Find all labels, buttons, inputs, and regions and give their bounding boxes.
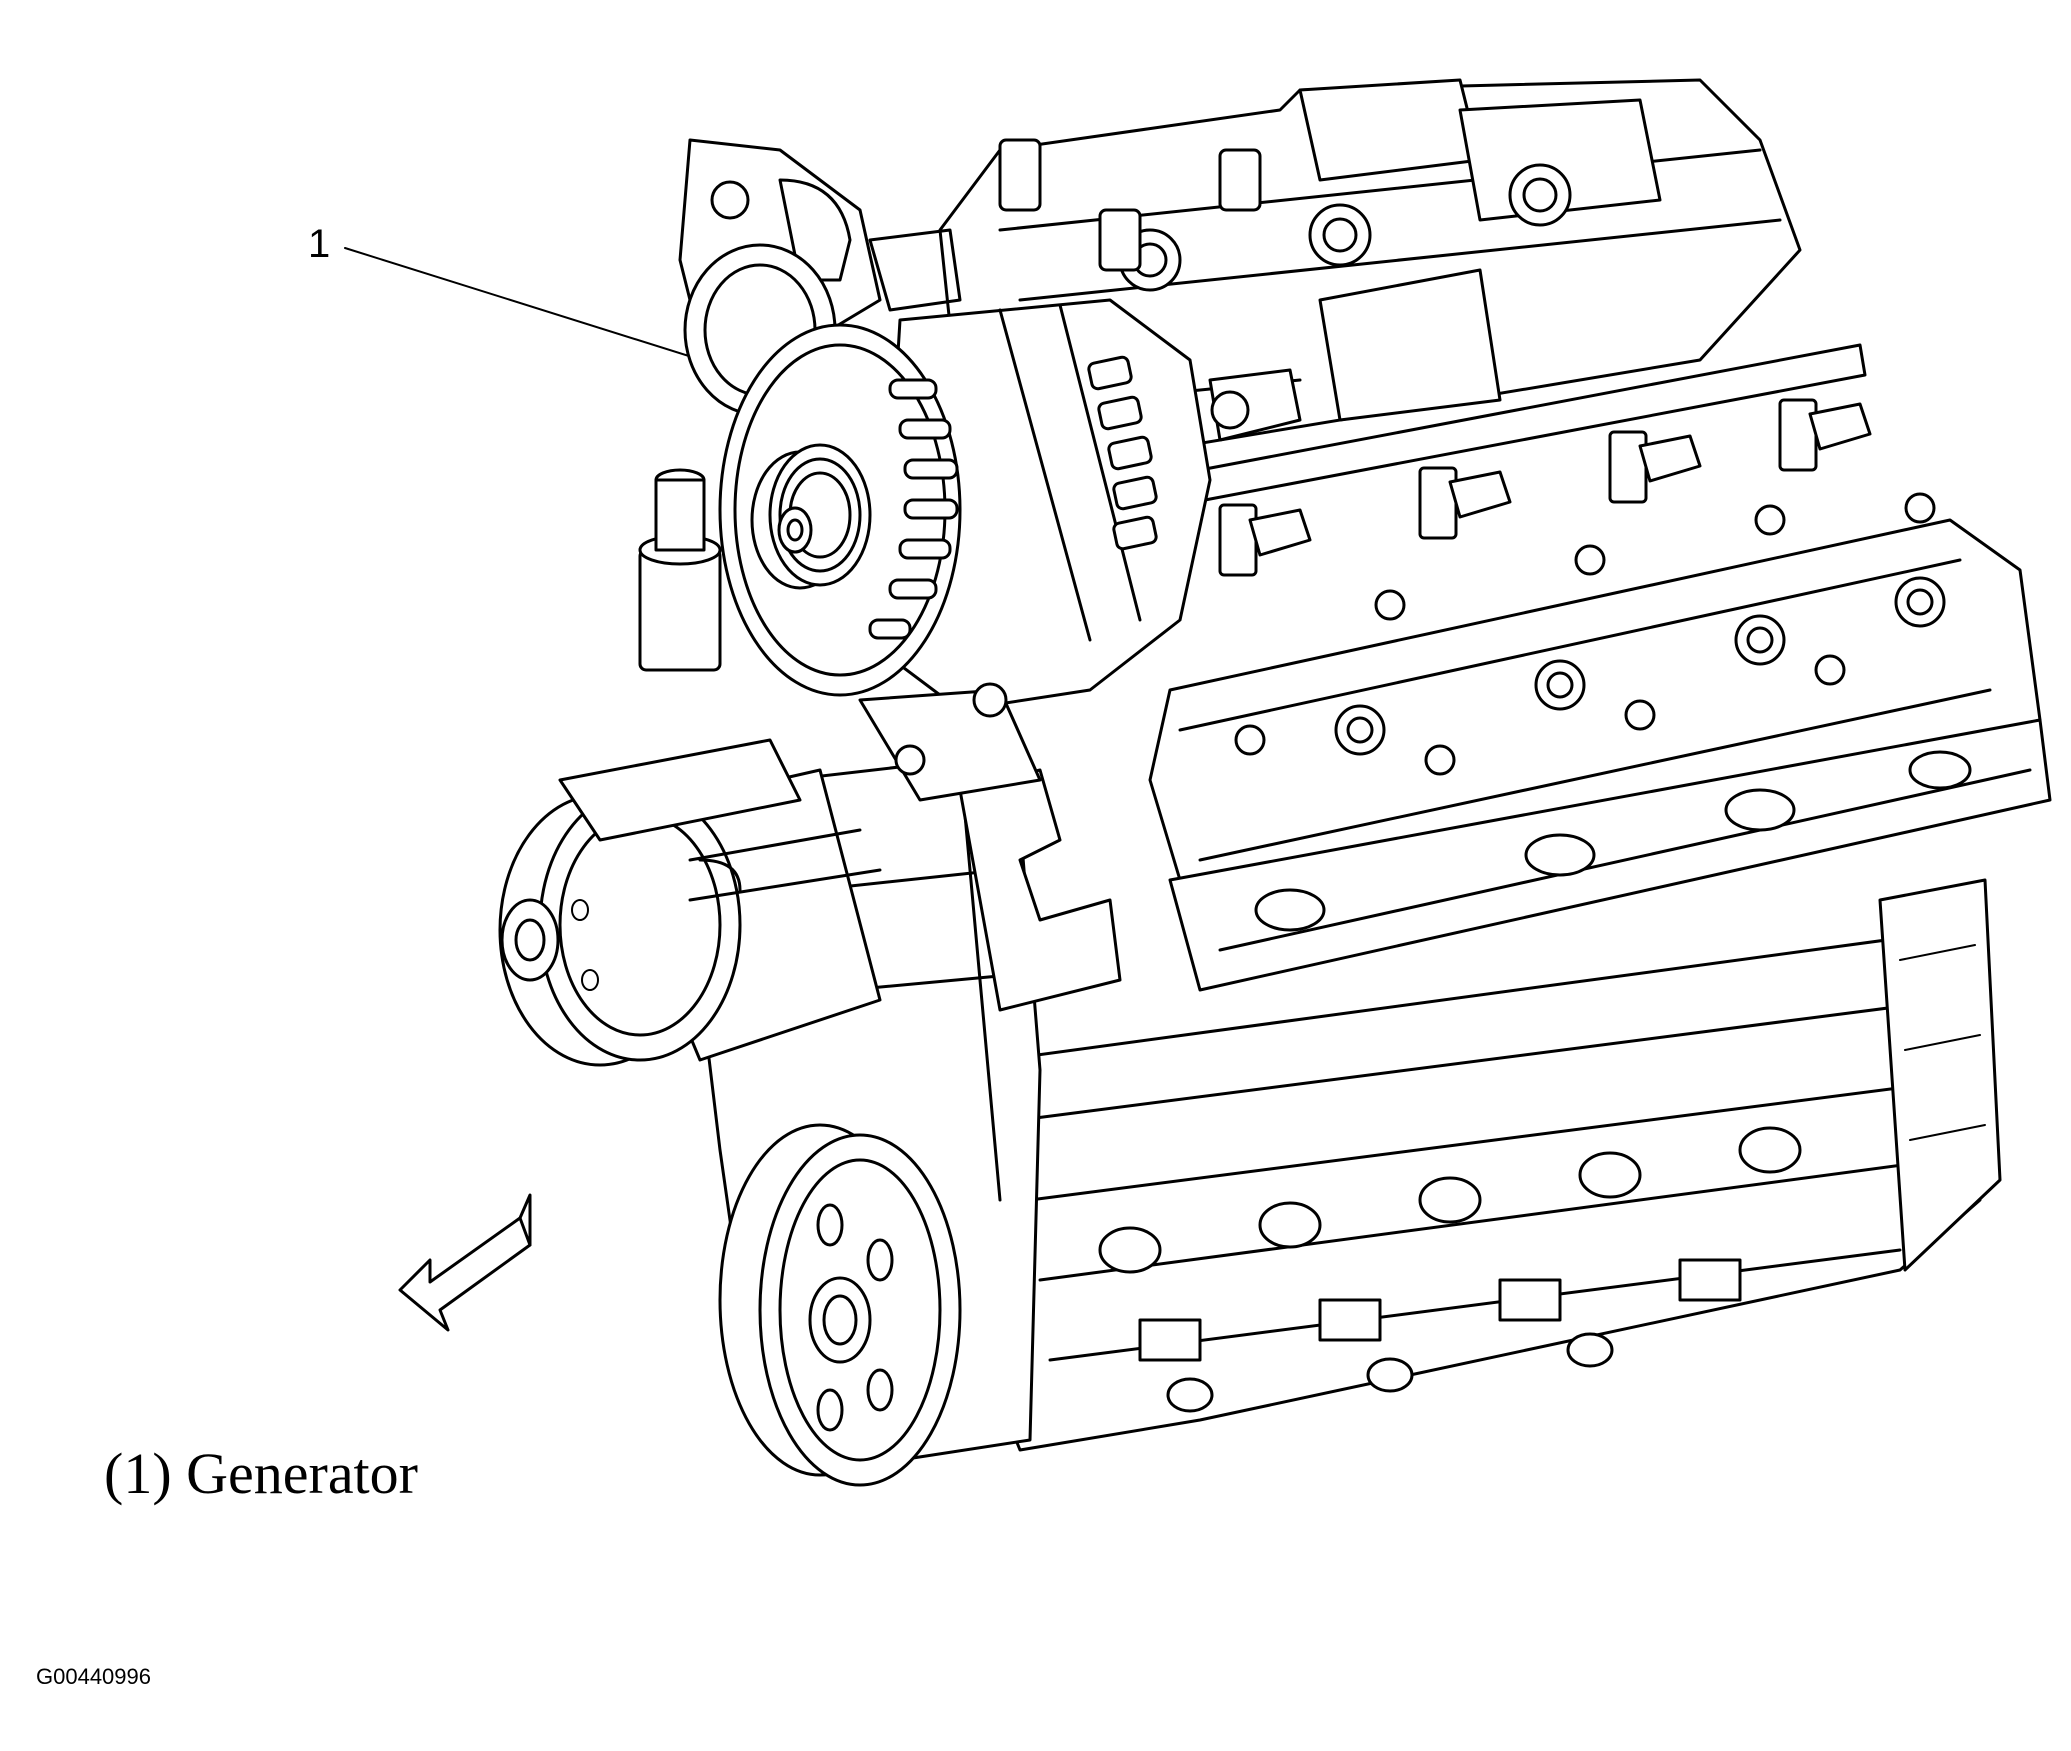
callout-number-1: 1 — [308, 222, 331, 266]
fuel-rail — [1198, 343, 1872, 577]
generator — [718, 298, 1302, 712]
throttle-body-bracket — [678, 138, 962, 417]
crankshaft-pulley — [718, 1123, 962, 1487]
water-pump-pulley — [498, 468, 882, 1067]
valve-cover — [1148, 492, 2052, 992]
figure-id: G00440996 — [36, 1664, 151, 1689]
belt-bracket — [858, 682, 1042, 802]
diagram-caption: (1) Generator — [104, 1441, 418, 1506]
engine-block — [998, 878, 2002, 1452]
